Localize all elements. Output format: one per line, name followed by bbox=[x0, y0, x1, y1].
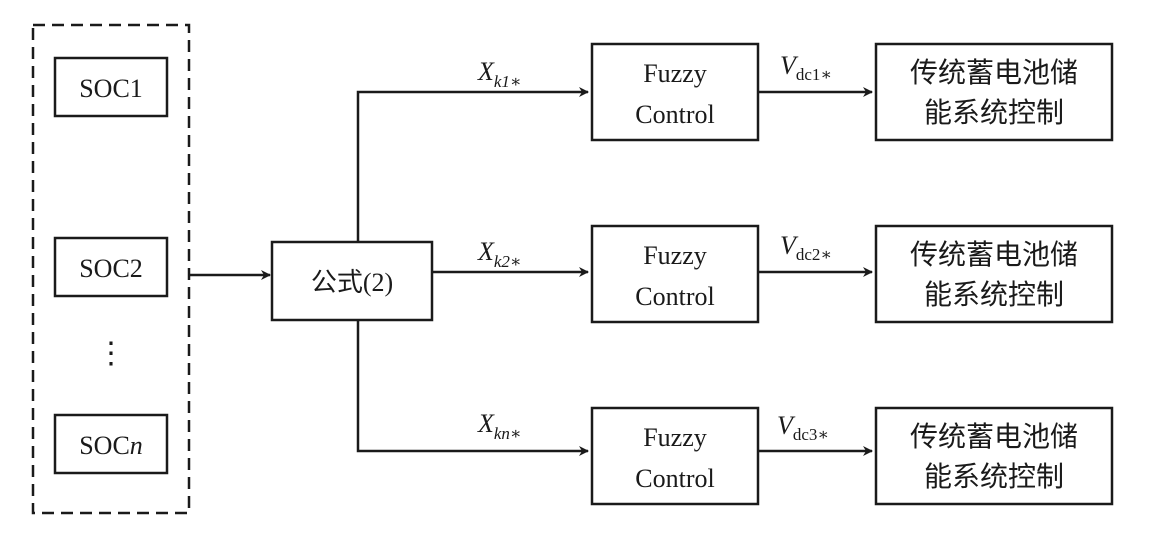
svg-text:SOC1: SOC1 bbox=[79, 74, 143, 103]
x-signal-2: Xk2∗ bbox=[477, 237, 522, 271]
svg-text:Control: Control bbox=[635, 100, 714, 129]
soc2-label: SOC bbox=[79, 254, 130, 283]
branch-3-arrow bbox=[356, 320, 589, 456]
soc1-index: 1 bbox=[130, 74, 143, 103]
svg-text:Fuzzy: Fuzzy bbox=[643, 59, 707, 88]
svg-text:传统蓄电池储: 传统蓄电池储 bbox=[910, 57, 1078, 89]
svg-text:能系统控制: 能系统控制 bbox=[924, 461, 1064, 493]
soc1-label: SOC bbox=[79, 74, 130, 103]
fuzzy-control-3: Fuzzy Control bbox=[590, 406, 760, 506]
storage-control-3: 传统蓄电池储 能系统控制 bbox=[874, 406, 1114, 506]
svg-text:SOC2: SOC2 bbox=[79, 254, 143, 283]
x-signal-3: Xkn∗ bbox=[477, 409, 522, 443]
svg-text:传统蓄电池储: 传统蓄电池储 bbox=[910, 421, 1078, 453]
v-signal-2: Vdc2∗ bbox=[780, 231, 832, 264]
branch-1-arrow bbox=[356, 87, 589, 242]
svg-text:Control: Control bbox=[635, 464, 714, 493]
fuzzy-control-1: Fuzzy Control bbox=[590, 42, 760, 142]
svg-text:Fuzzy: Fuzzy bbox=[643, 423, 707, 452]
v-signal-1: Vdc1∗ bbox=[780, 51, 832, 84]
storage-control-2: 传统蓄电池储 能系统控制 bbox=[874, 224, 1114, 324]
v-signal-3: Vdc3∗ bbox=[777, 411, 829, 444]
soc1-box: SOC1 bbox=[53, 56, 169, 118]
fuzzy-control-2: Fuzzy Control bbox=[590, 224, 760, 324]
soc2-box: SOC2 bbox=[53, 236, 169, 298]
svg-text:传统蓄电池储: 传统蓄电池储 bbox=[910, 239, 1078, 271]
formula-label: 公式(2) bbox=[311, 268, 393, 297]
svg-text:SOCn: SOCn bbox=[79, 431, 143, 460]
soc-ellipsis: ⋮ bbox=[96, 337, 126, 370]
soc-group-border bbox=[31, 23, 191, 515]
storage-control-1: 传统蓄电池储 能系统控制 bbox=[874, 42, 1114, 142]
svg-text:Fuzzy: Fuzzy bbox=[643, 241, 707, 270]
soc2-index: 2 bbox=[130, 254, 143, 283]
socn-box: SOCn bbox=[53, 413, 169, 475]
socn-label: SOC bbox=[79, 431, 130, 460]
socn-index: n bbox=[130, 431, 143, 460]
x-signal-1: Xk1∗ bbox=[477, 57, 522, 91]
formula-box: 公式(2) bbox=[270, 240, 434, 322]
svg-text:能系统控制: 能系统控制 bbox=[924, 97, 1064, 129]
svg-text:Control: Control bbox=[635, 282, 714, 311]
svg-text:能系统控制: 能系统控制 bbox=[924, 279, 1064, 311]
